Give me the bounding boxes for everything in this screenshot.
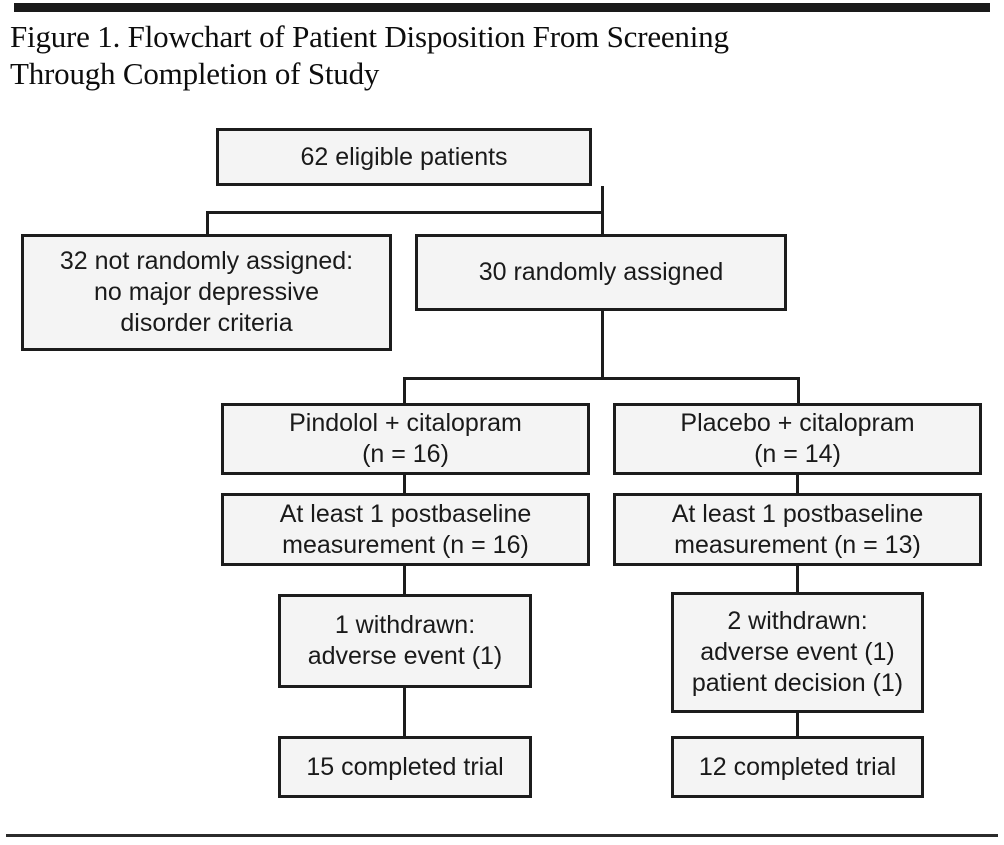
node-placebo-completed: 12 completed trial: [671, 736, 924, 798]
connector-pindolol-withdrawn-to-completed: [403, 688, 406, 737]
connector-pindolol-postbaseline-to-withdrawn: [403, 566, 406, 596]
node-eligible-patients-line-1: 62 eligible patients: [300, 142, 508, 171]
node-pindolol-postbaseline-line-2: measurement (n = 16): [282, 530, 529, 559]
figure-title: Figure 1. Flowchart of Patient Dispositi…: [10, 18, 910, 92]
node-not-randomly-assigned-line-1: 32 not randomly assigned:: [59, 247, 354, 275]
node-pindolol-arm: Pindolol + citalopram (n = 16): [221, 403, 590, 475]
node-not-randomly-assigned-line-3: disorder criteria: [120, 309, 293, 337]
node-pindolol-postbaseline: At least 1 postbaseline measurement (n =…: [221, 493, 590, 566]
connector-split-1-bar: [206, 211, 604, 214]
node-pindolol-arm-line-1: Pindolol + citalopram: [289, 409, 522, 437]
node-randomly-assigned: 30 randomly assigned: [415, 234, 787, 311]
node-not-randomly-assigned-line-2: no major depressive: [93, 278, 320, 306]
node-eligible-patients: 62 eligible patients: [216, 128, 592, 186]
node-placebo-withdrawn-line-1: 2 withdrawn:: [727, 607, 868, 635]
node-pindolol-postbaseline-line-1: At least 1 postbaseline: [279, 499, 532, 528]
node-pindolol-withdrawn-line-2: adverse event (1): [307, 642, 503, 670]
connector-randomized-stem: [601, 311, 604, 380]
node-placebo-withdrawn: 2 withdrawn: adverse event (1) patient d…: [671, 592, 924, 713]
connector-split-1-left-leg: [206, 211, 209, 237]
node-placebo-withdrawn-line-2: adverse event (1): [700, 638, 895, 666]
connector-placebo-withdrawn-to-completed: [796, 713, 799, 737]
connector-split-1-right-leg: [601, 211, 604, 237]
figure-title-line-1: Figure 1. Flowchart of Patient Dispositi…: [10, 19, 729, 54]
node-placebo-postbaseline-line-2: measurement (n = 13): [674, 530, 921, 559]
node-pindolol-completed: 15 completed trial: [278, 736, 532, 798]
connector-split-2-right-leg: [797, 377, 800, 405]
figure-title-line-2: Through Completion of Study: [10, 56, 380, 91]
connector-split-2-left-leg: [403, 377, 406, 405]
node-pindolol-arm-line-2: (n = 16): [362, 440, 449, 468]
node-placebo-postbaseline: At least 1 postbaseline measurement (n =…: [613, 493, 982, 566]
bottom-rule: [6, 834, 998, 837]
connector-placebo-arm-to-postbaseline: [796, 475, 799, 495]
node-placebo-arm: Placebo + citalopram (n = 14): [613, 403, 982, 475]
connector-split-2-bar: [403, 377, 800, 380]
node-pindolol-withdrawn: 1 withdrawn: adverse event (1): [278, 594, 532, 688]
node-placebo-postbaseline-line-1: At least 1 postbaseline: [671, 499, 924, 528]
connector-placebo-postbaseline-to-withdrawn: [796, 566, 799, 594]
node-placebo-arm-line-2: (n = 14): [754, 440, 841, 468]
node-not-randomly-assigned: 32 not randomly assigned: no major depre…: [21, 234, 392, 351]
node-placebo-withdrawn-line-3: patient decision (1): [691, 669, 904, 697]
connector-pindolol-arm-to-postbaseline: [403, 475, 406, 495]
node-placebo-completed-line-1: 12 completed trial: [698, 752, 897, 781]
node-randomly-assigned-line-1: 30 randomly assigned: [478, 258, 724, 286]
node-pindolol-completed-line-1: 15 completed trial: [306, 752, 504, 781]
node-pindolol-withdrawn-line-1: 1 withdrawn:: [334, 611, 476, 639]
top-rule: [14, 3, 990, 12]
connector-eligible-stem: [601, 186, 604, 214]
node-placebo-arm-line-1: Placebo + citalopram: [680, 409, 915, 437]
